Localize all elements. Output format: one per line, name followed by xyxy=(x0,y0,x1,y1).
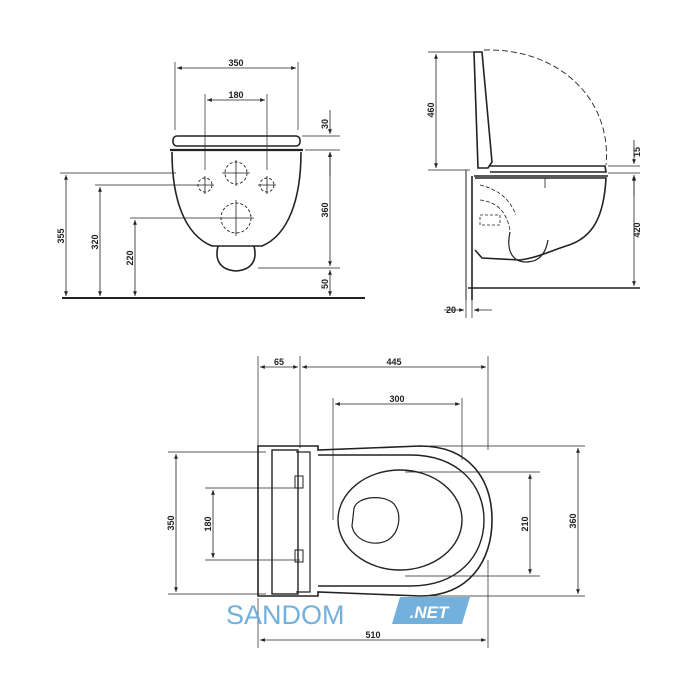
watermark: SANDOM .NET xyxy=(226,597,470,630)
label-210: 210 xyxy=(520,516,530,531)
label-65: 65 xyxy=(274,357,284,367)
label-360-top: 360 xyxy=(568,513,578,528)
water-spot xyxy=(351,497,400,544)
label-510: 510 xyxy=(365,630,380,640)
label-360-front: 360 xyxy=(320,202,330,217)
label-350-top: 350 xyxy=(166,515,176,530)
label-50: 50 xyxy=(320,279,330,289)
bowl-side xyxy=(474,177,607,261)
label-320: 320 xyxy=(90,234,100,249)
label-30: 30 xyxy=(320,119,330,129)
label-445: 445 xyxy=(386,357,401,367)
bowl-outline xyxy=(171,151,302,247)
label-460: 460 xyxy=(426,102,436,117)
open-lid xyxy=(473,51,493,169)
toilet-top-outline xyxy=(257,445,493,597)
label-20: 20 xyxy=(446,305,456,315)
front-view xyxy=(60,62,365,299)
seat-lid xyxy=(172,135,301,147)
inner-bowl xyxy=(337,469,463,571)
watermark-suffix: .NET xyxy=(410,603,450,622)
label-420: 420 xyxy=(632,222,642,237)
label-180: 180 xyxy=(228,90,243,100)
top-view xyxy=(168,356,585,648)
label-300: 300 xyxy=(389,394,404,404)
watermark-badge xyxy=(392,597,470,624)
label-220: 220 xyxy=(125,250,135,265)
seat-ring xyxy=(318,454,485,587)
side-view xyxy=(428,49,640,318)
outlet xyxy=(216,245,256,272)
label-15: 15 xyxy=(632,147,642,157)
hinge-block xyxy=(271,449,299,595)
watermark-brand: SANDOM xyxy=(226,600,345,630)
label-180-top: 180 xyxy=(203,516,213,531)
lid-arc xyxy=(483,49,607,166)
label-355: 355 xyxy=(56,228,66,243)
label-350: 350 xyxy=(228,58,243,68)
